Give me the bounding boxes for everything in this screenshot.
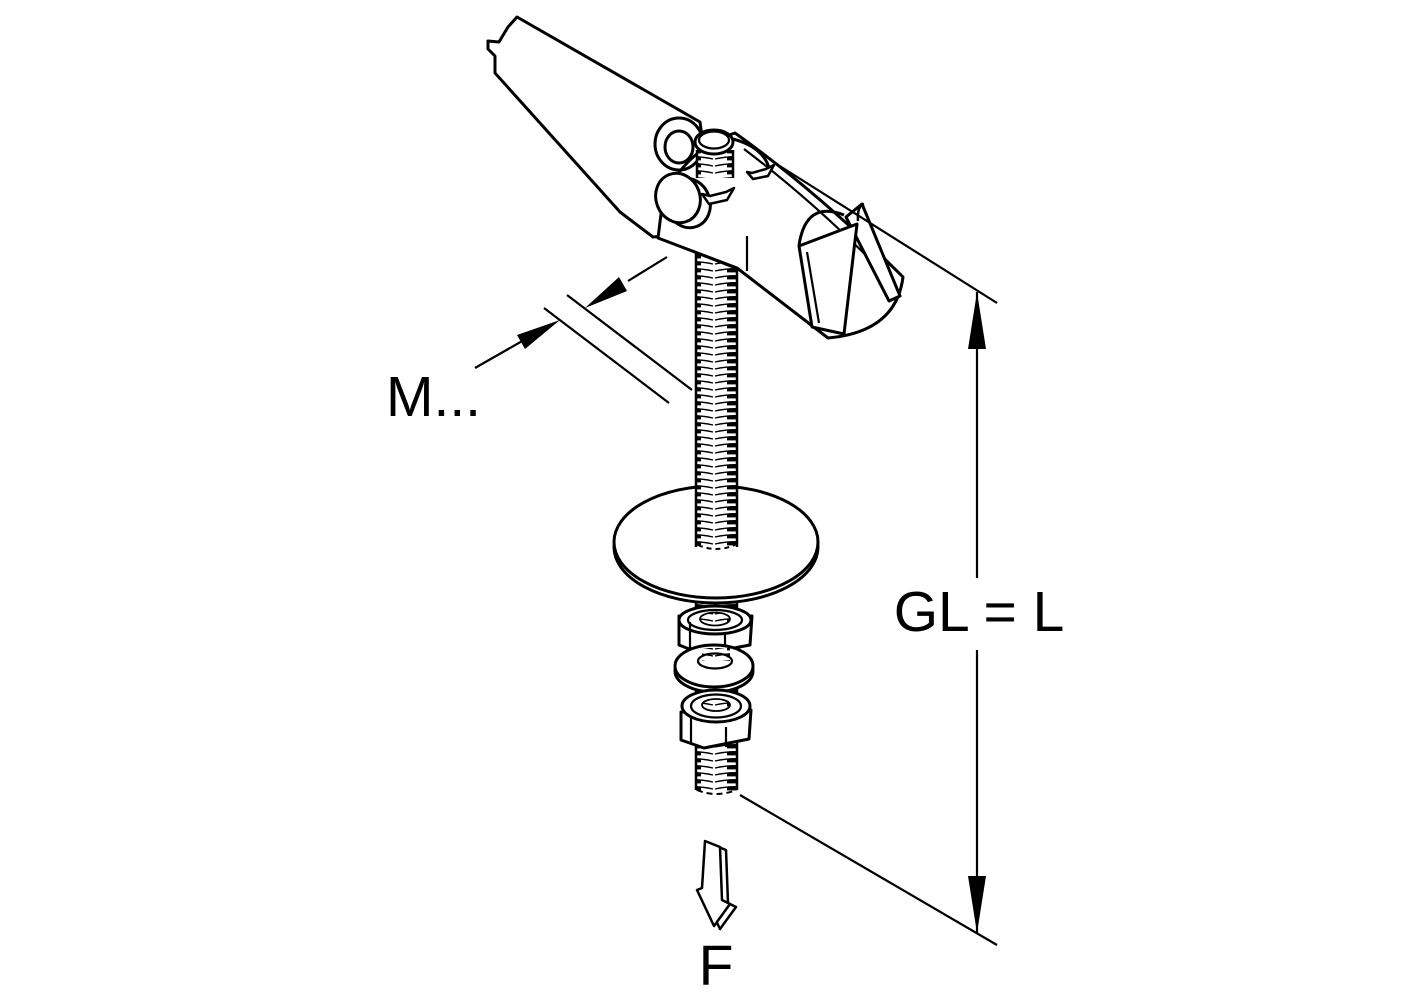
washer-hole — [696, 652, 734, 670]
wing-bend — [797, 209, 845, 246]
overall-length-label: GL = L — [894, 580, 1065, 644]
dimension-arrow-down-icon — [968, 876, 986, 933]
force-label: F — [699, 934, 734, 998]
channel-tab-left — [700, 186, 736, 206]
wing-prong-front — [797, 222, 859, 336]
flat-washer — [673, 643, 755, 694]
pivot-pin — [654, 171, 712, 230]
nut-chamfer — [686, 608, 744, 632]
dimension-arrow-up-icon — [968, 292, 986, 349]
thread-size-dimension — [474, 256, 693, 404]
extension-line-top — [774, 162, 998, 304]
rod-plate-joint — [697, 544, 736, 550]
wing-prong-edge — [805, 251, 821, 324]
wing-prong-back — [844, 202, 902, 303]
extension-line — [566, 294, 693, 391]
overall-length-dimension — [739, 162, 998, 946]
nut-thread-hole — [701, 698, 731, 712]
extension-line-bottom — [739, 794, 998, 946]
channel-tab-right — [745, 163, 776, 181]
rod-end-edge — [696, 789, 737, 795]
nut-chamfer — [689, 693, 743, 719]
rod-top-stud — [693, 128, 735, 178]
dimension-arrow-icon — [585, 277, 627, 308]
stud-cap-face — [697, 130, 731, 150]
threaded-rod-upper — [694, 252, 739, 550]
nut-thread-hole — [699, 611, 731, 627]
force-arrow-icon — [695, 839, 738, 931]
toggle-assembly — [486, 15, 905, 340]
dimension-arrow-icon — [517, 320, 560, 349]
wing-bend-inner — [856, 202, 865, 222]
thread-size-label: M... — [386, 365, 481, 429]
extension-line — [543, 307, 670, 404]
hex-nut-lower — [679, 688, 753, 750]
